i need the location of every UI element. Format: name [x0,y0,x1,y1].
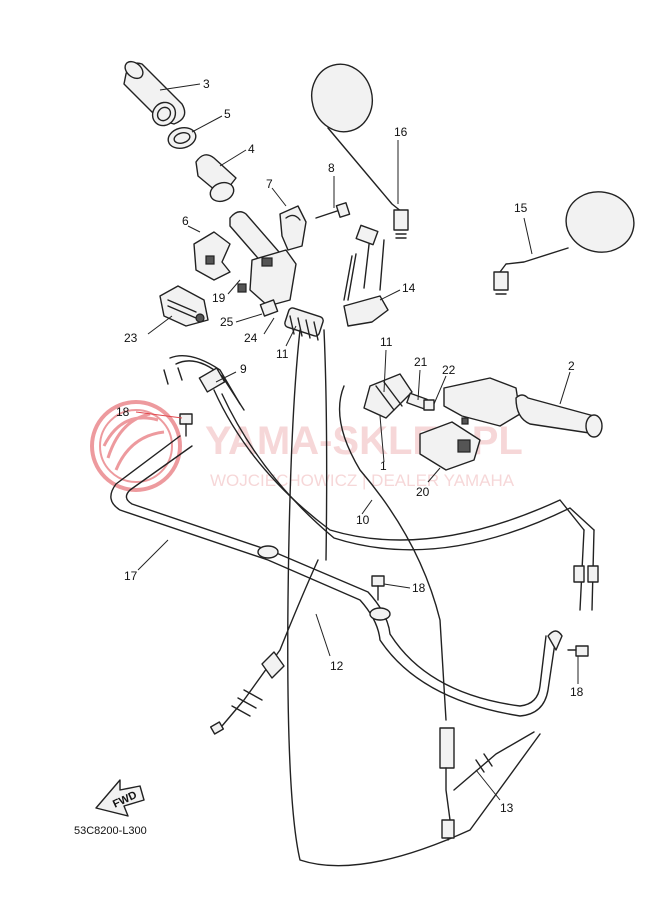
part-3-grip [123,60,186,127]
part-5-ring [167,126,197,150]
part-16-left-mirror [311,63,409,239]
part-9-cable [163,355,245,411]
callout-12: 12 [330,659,344,673]
part-10-cables [213,389,599,611]
callout-13: 13 [500,801,514,815]
callout-18-right: 18 [570,685,584,699]
callout-19: 19 [212,291,226,305]
watermark-dealer: WOJCIECHOWICZ | DEALER YAMAHA [210,471,515,490]
part-19-throttle-housing [237,249,297,307]
part-20-switch [419,421,481,471]
callout-24: 24 [244,331,258,345]
part-15-right-mirror [493,191,635,295]
callout-8: 8 [328,161,335,175]
part-21-22-adjusters [406,392,469,425]
callouts: 3 5 4 16 8 7 15 6 14 19 23 25 24 11 11 9… [116,77,584,815]
callout-4: 4 [248,142,255,156]
callout-21: 21 [414,355,428,369]
callout-23: 23 [124,331,138,345]
part-14-bracket [343,224,389,327]
part-8-bolt [315,202,351,219]
leader-lines [135,83,579,801]
part-17-handlebar [110,435,563,717]
callout-3: 3 [203,77,210,91]
callout-15: 15 [514,201,528,215]
watermark-logo [90,400,182,492]
callout-6: 6 [182,214,189,228]
part-7-clamp [279,205,307,251]
part-1-right-switch [363,373,413,419]
diagram-code: 53C8200-L300 [74,825,147,837]
callout-7: 7 [266,177,273,191]
callout-25: 25 [220,315,234,329]
callout-9: 9 [240,362,247,376]
callout-20: 20 [416,485,430,499]
callout-22: 22 [442,363,456,377]
callout-11-right: 11 [380,335,393,349]
callout-11-left: 11 [276,347,289,361]
part-11-cable [287,329,541,867]
callout-14: 14 [402,281,416,295]
callout-5: 5 [224,107,231,121]
callout-18-middle: 18 [412,581,426,595]
callout-17: 17 [124,569,138,583]
callout-18-top: 18 [116,405,130,419]
part-18-bolts [179,413,589,657]
part-6-switch-housing [193,231,231,281]
callout-2: 2 [568,359,575,373]
part-12-clutch-cable [209,559,319,735]
callout-1: 1 [380,459,387,473]
part-2-right-grip [443,377,603,438]
callout-10: 10 [356,513,370,527]
callout-16: 16 [394,125,408,139]
part-13-throttle-cable [439,727,535,841]
fwd-arrow-icon: FWD [95,779,145,817]
